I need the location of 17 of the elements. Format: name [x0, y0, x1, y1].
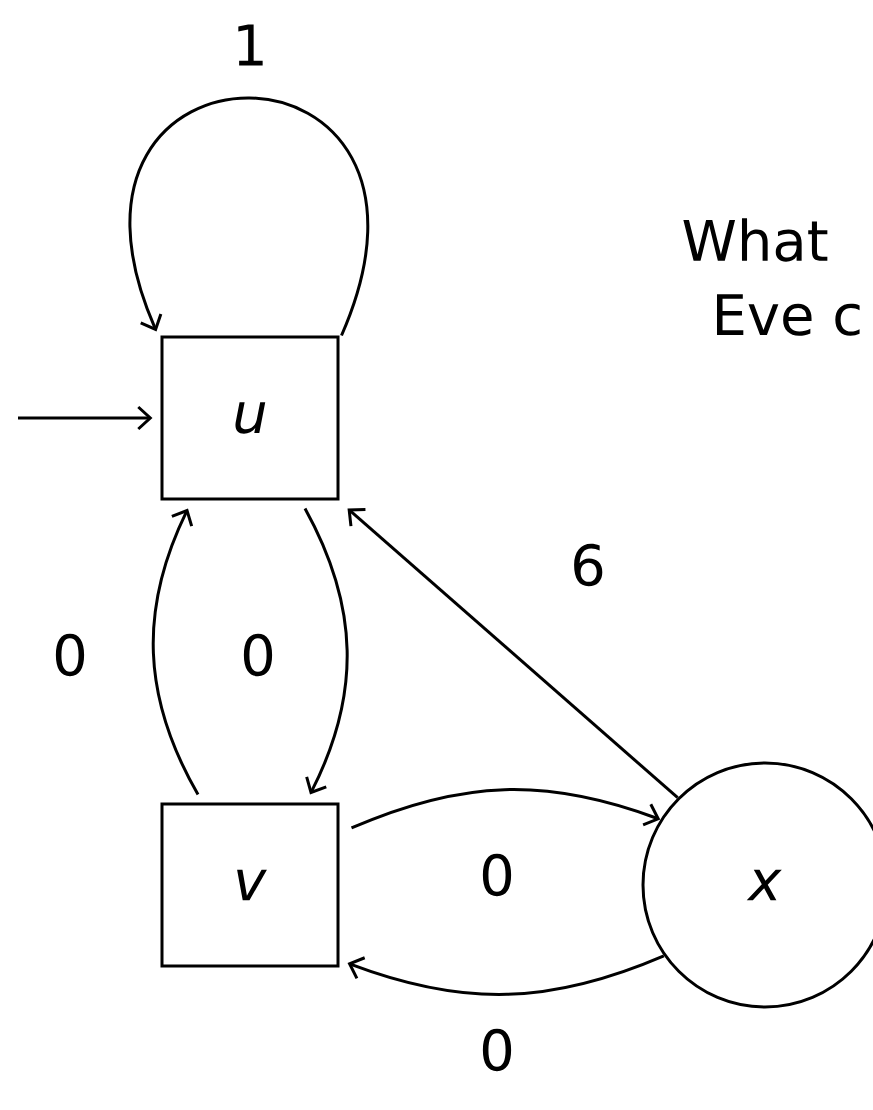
state-box: u — [160, 335, 340, 501]
state-box: v — [160, 802, 340, 968]
arrow — [347, 954, 665, 996]
edge-label: 0 — [50, 631, 90, 679]
arrow — [350, 788, 661, 830]
edge-label: 0 — [238, 631, 278, 679]
edge-label: 0 — [477, 1026, 517, 1074]
edge-label: 0 — [477, 851, 517, 899]
question-text: Eve c — [717, 294, 860, 336]
edge-label: 6 — [568, 541, 608, 589]
arrow — [18, 405, 153, 431]
arrow — [347, 508, 679, 799]
arrow — [130, 96, 368, 336]
edge-label: 1 — [230, 22, 270, 68]
question-text: What — [683, 218, 828, 262]
arrow — [151, 508, 200, 796]
arrow — [303, 507, 349, 795]
